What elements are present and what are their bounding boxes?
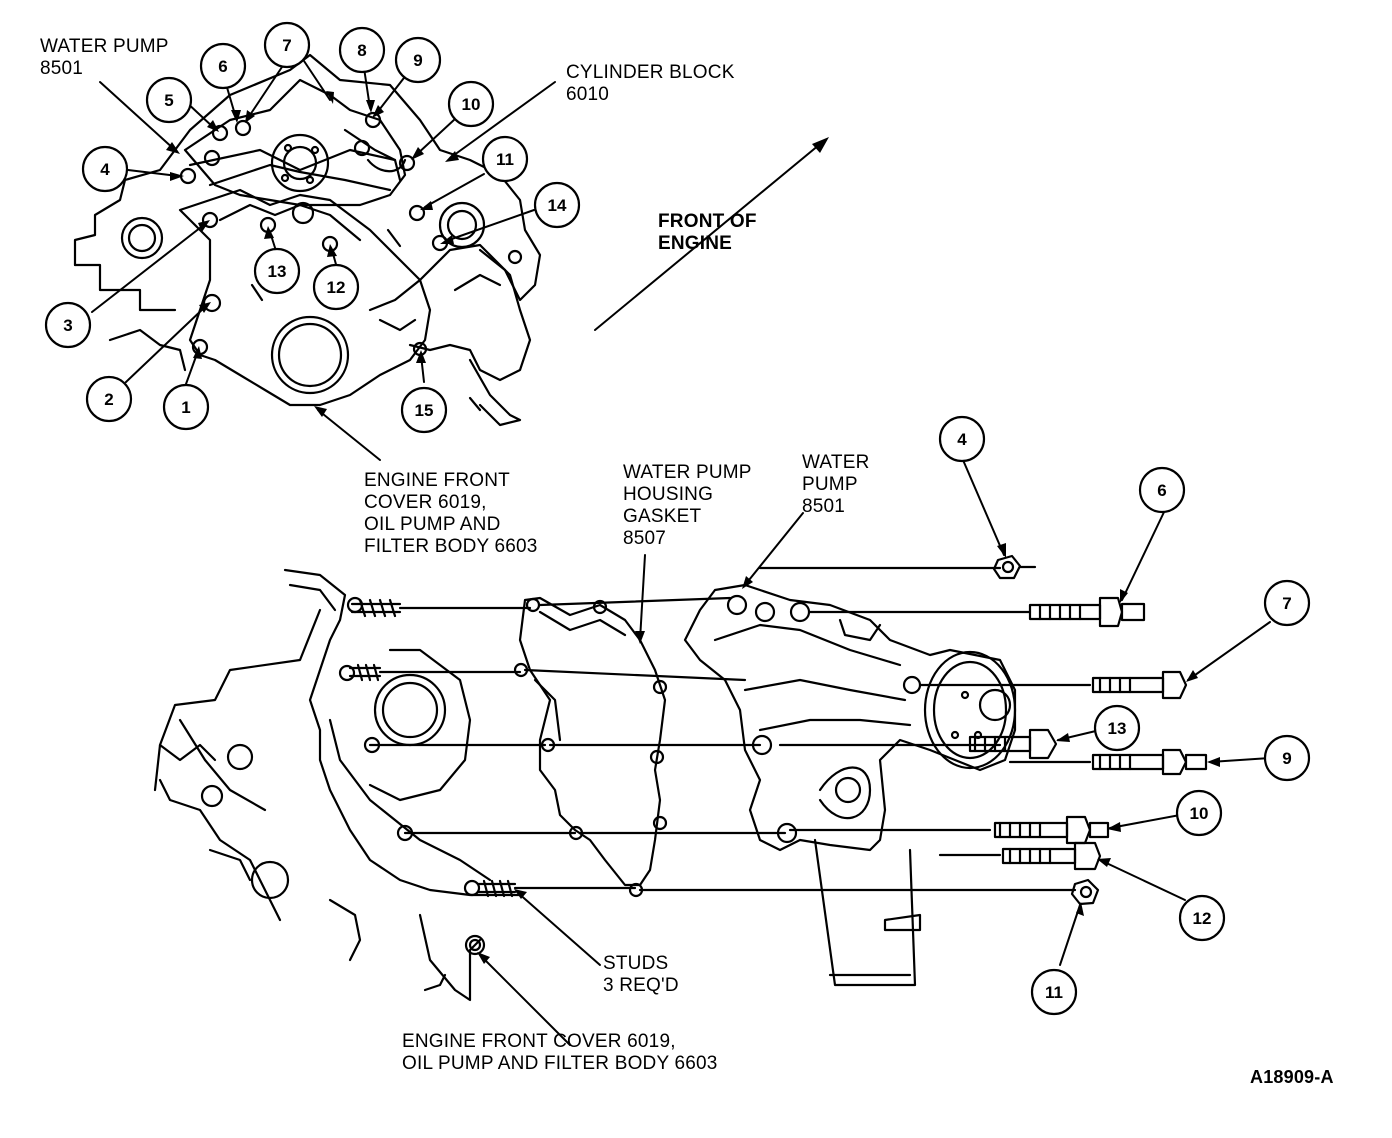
- label-studs: STUDS 3 REQ'D: [603, 953, 679, 996]
- svg-text:11: 11: [1045, 983, 1063, 1002]
- callout-b-4: 4: [938, 415, 986, 463]
- callout-7: 7: [263, 21, 311, 69]
- svg-text:9: 9: [413, 51, 422, 70]
- svg-text:9: 9: [1282, 749, 1291, 768]
- callout-1: 1: [162, 383, 210, 431]
- svg-text:7: 7: [282, 36, 291, 55]
- label-front-cover-top: ENGINE FRONT COVER 6019, OIL PUMP AND FI…: [364, 470, 538, 557]
- callout-b-11: 11: [1030, 968, 1078, 1016]
- callout-b-12: 12: [1178, 894, 1226, 942]
- svg-text:10: 10: [462, 95, 481, 114]
- svg-text:10: 10: [1190, 804, 1209, 823]
- svg-text:13: 13: [268, 262, 287, 281]
- callout-8: 8: [338, 26, 386, 74]
- bottom-leader-lines: [479, 459, 1271, 1046]
- callout-label: 1: [181, 398, 190, 417]
- callout-10: 10: [447, 80, 495, 128]
- callout-3: 3: [44, 301, 92, 349]
- svg-text:7: 7: [1282, 594, 1291, 613]
- label-cylinder-block: CYLINDER BLOCK 6010: [566, 62, 735, 105]
- svg-text:15: 15: [415, 401, 434, 420]
- label-water-pump-top: WATER PUMP 8501: [40, 36, 169, 79]
- svg-text:2: 2: [104, 390, 113, 409]
- label-front-cover-bottom: ENGINE FRONT COVER 6019, OIL PUMP AND FI…: [402, 1031, 718, 1074]
- top-arrowheads: [166, 91, 829, 417]
- svg-text:3: 3: [63, 316, 72, 335]
- callout-14: 14: [533, 181, 581, 229]
- svg-text:4: 4: [100, 160, 110, 179]
- callout-6: 6: [199, 42, 247, 90]
- callout-13: 13: [253, 247, 301, 295]
- label-gasket: WATER PUMP HOUSING GASKET 8507: [623, 462, 752, 549]
- svg-text:8: 8: [357, 41, 366, 60]
- svg-text:14: 14: [548, 196, 567, 215]
- svg-text:13: 13: [1108, 719, 1127, 738]
- svg-text:6: 6: [1157, 481, 1166, 500]
- callout-15: 15: [400, 386, 448, 434]
- figure-id: A18909-A: [1250, 1067, 1334, 1087]
- label-front-of-engine: FRONT OF ENGINE: [658, 211, 757, 254]
- bottom-arrowheads: [477, 543, 1220, 964]
- svg-text:11: 11: [496, 150, 514, 169]
- svg-text:5: 5: [164, 91, 173, 110]
- svg-text:12: 12: [1193, 909, 1212, 928]
- callout-b-6: 6: [1138, 466, 1186, 514]
- front-view-engine-drawing: [73, 53, 542, 427]
- callout-11: 11: [481, 135, 529, 183]
- exploded-view-engine-drawing: [153, 566, 1092, 1002]
- top-callouts: 1 2 3 4 5 6 7 8 9 10 11 12 13 14 15: [44, 21, 581, 434]
- bottom-callouts: 4 6 7 13 9 10 12 11: [938, 415, 1311, 1016]
- callout-b-10: 10: [1175, 789, 1223, 837]
- callout-9: 9: [394, 36, 442, 84]
- callout-b-9: 9: [1263, 734, 1311, 782]
- callout-b-7: 7: [1263, 579, 1311, 627]
- callout-2: 2: [85, 375, 133, 423]
- callout-12: 12: [312, 263, 360, 311]
- label-water-pump-right: WATER PUMP 8501: [802, 452, 870, 517]
- svg-text:4: 4: [957, 430, 967, 449]
- svg-text:6: 6: [218, 57, 227, 76]
- callout-4: 4: [81, 145, 129, 193]
- fasteners: [968, 554, 1208, 906]
- svg-text:12: 12: [327, 278, 346, 297]
- callout-5: 5: [145, 76, 193, 124]
- callout-b-13: 13: [1093, 704, 1141, 752]
